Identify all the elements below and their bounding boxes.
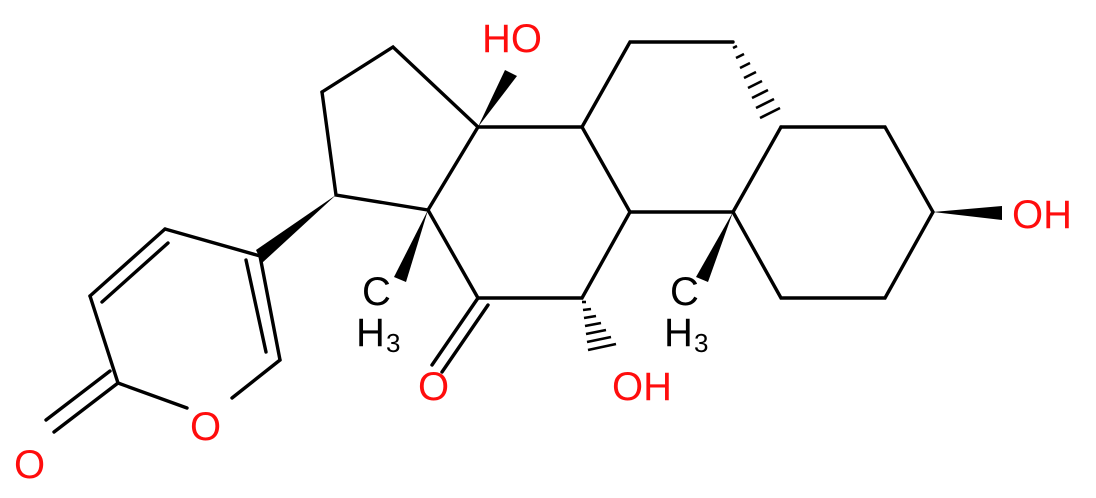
hydroxyl-top-label: HO <box>482 17 542 61</box>
atom-labels: HO OH OH O O O C H 3 C H 3 <box>14 17 1072 487</box>
methyl-left-h-label: H <box>356 311 385 355</box>
methyl-right-c-label: C <box>670 270 699 314</box>
methyl-left-c-label: C <box>362 270 391 314</box>
ring-oxygen-label: O <box>190 405 221 449</box>
methyl-left-subscript: 3 <box>386 328 400 358</box>
ketone-oxygen-label: O <box>418 365 449 409</box>
stereo-hashes <box>582 44 781 352</box>
hydroxyl-right-label: OH <box>1012 193 1072 237</box>
methyl-right-subscript: 3 <box>694 328 708 358</box>
lactone-oxygen-label: O <box>14 443 45 487</box>
methyl-right-h-label: H <box>664 311 693 355</box>
hydroxyl-bottom-label: OH <box>612 365 672 409</box>
stereo-wedges <box>256 70 1002 282</box>
bonds <box>44 40 935 434</box>
